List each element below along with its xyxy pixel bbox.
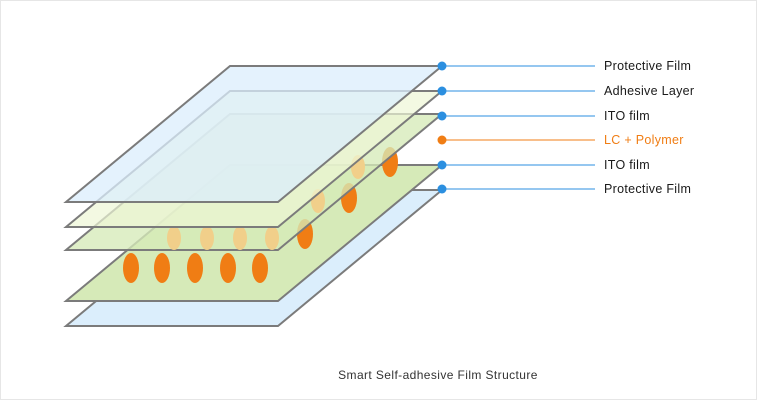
label-adhesive-layer: Adhesive Layer	[604, 84, 694, 98]
lc-droplet-faded	[200, 226, 214, 250]
lc-droplet	[154, 253, 170, 283]
lc-droplet	[123, 253, 139, 283]
lc-droplet-faded	[265, 226, 279, 250]
lc-droplet	[220, 253, 236, 283]
leader-lines	[442, 65, 595, 190]
label-protective-film-bottom: Protective Film	[604, 182, 691, 196]
label-protective-film-top: Protective Film	[604, 59, 691, 73]
marker-dot	[437, 86, 447, 96]
lc-droplet	[187, 253, 203, 283]
marker-dot	[437, 135, 447, 145]
marker-dot	[437, 160, 447, 170]
label-ito-film-top: ITO film	[604, 109, 650, 123]
marker-dot	[437, 61, 447, 71]
lc-droplet-faded	[167, 226, 181, 250]
diagram-caption: Smart Self-adhesive Film Structure	[338, 368, 538, 382]
lc-droplet	[252, 253, 268, 283]
marker-dot	[437, 111, 447, 121]
marker-dot	[437, 184, 447, 194]
marker-dots	[437, 61, 447, 194]
label-ito-film-bottom: ITO film	[604, 158, 650, 172]
lc-droplets-front	[123, 147, 398, 283]
label-lc-polymer: LC + Polymer	[604, 133, 684, 147]
lc-droplet-faded	[233, 226, 247, 250]
